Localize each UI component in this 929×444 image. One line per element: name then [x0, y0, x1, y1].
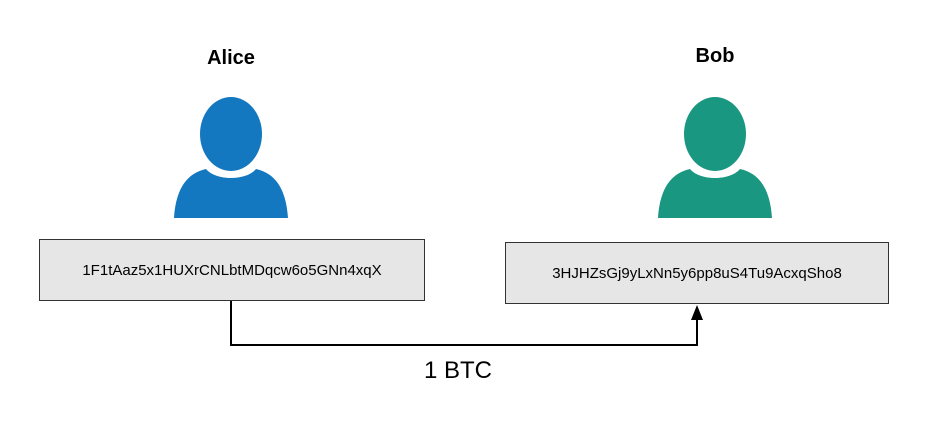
receiver-name: Bob	[695, 45, 735, 67]
sender-user-icon	[174, 97, 288, 218]
transfer-path	[230, 301, 698, 346]
receiver-avatar-head	[684, 97, 746, 171]
sender-address: 1F1tAaz5x1HUXrCNLbtMDqcw6o5GNn4xqX	[82, 261, 382, 279]
arrow-up-icon	[691, 305, 703, 320]
receiver-avatar-body	[658, 169, 772, 218]
sender-avatar-body	[174, 169, 288, 218]
receiver-address: 3HJHZsGj9yLxNn5y6pp8uS4Tu9AcxqSho8	[552, 264, 842, 282]
sender-address-box: 1F1tAaz5x1HUXrCNLbtMDqcw6o5GNn4xqX	[39, 239, 425, 301]
receiver-user-icon	[658, 97, 772, 218]
receiver-address-box: 3HJHZsGj9yLxNn5y6pp8uS4Tu9AcxqSho8	[505, 242, 889, 304]
sender-name: Alice	[207, 47, 255, 69]
transfer-amount: 1 BTC	[423, 357, 492, 384]
sender-avatar-head	[200, 97, 262, 171]
